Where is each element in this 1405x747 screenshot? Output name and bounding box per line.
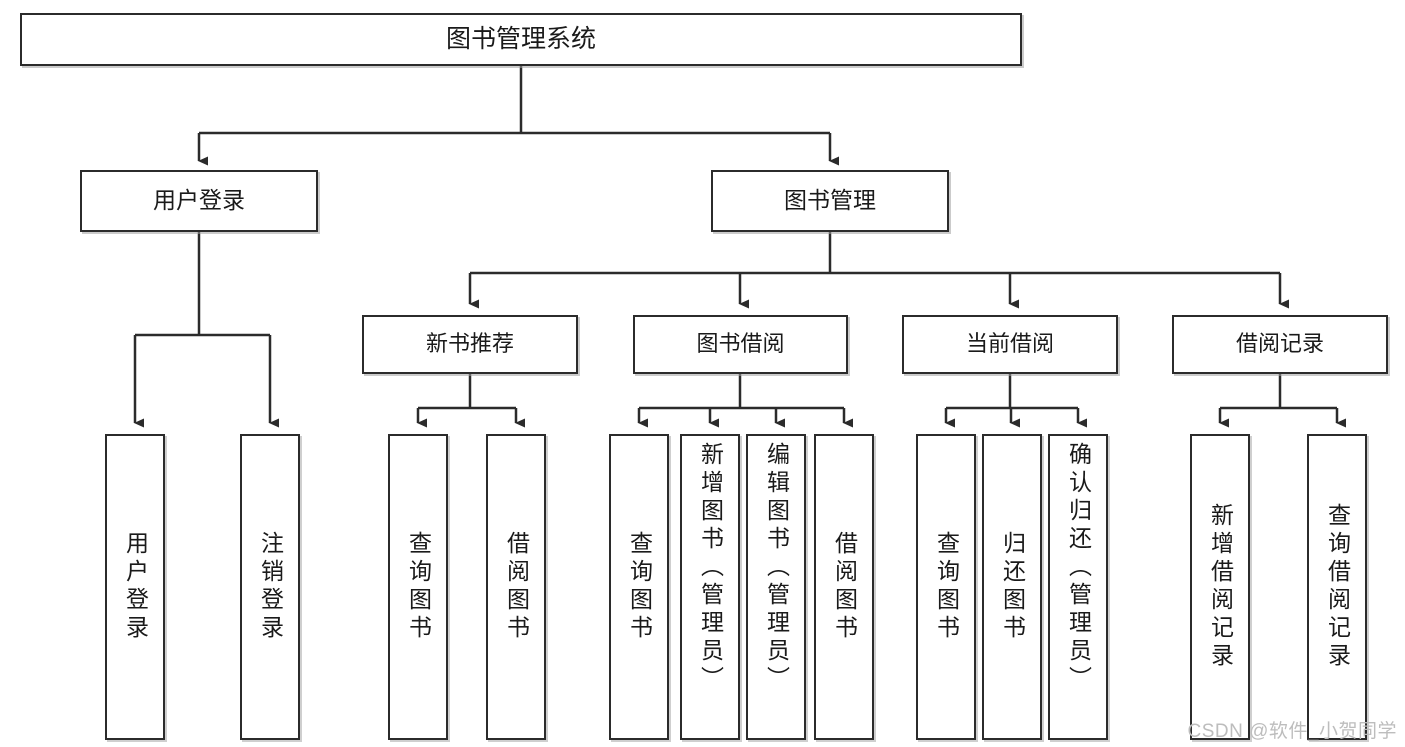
leaf-label: 查询借阅记录 xyxy=(1324,503,1351,671)
leaf-user-login-login[interactable]: 用户登录 xyxy=(105,434,165,740)
node-new-book-recommend[interactable]: 新书推荐 xyxy=(362,315,578,374)
leaf-label: 借阅图书 xyxy=(503,531,530,643)
leaf-label: 用户登录 xyxy=(122,531,149,643)
csdn-watermark: CSDN @软件_小贺同学 xyxy=(1187,721,1397,742)
leaf-book-borrow-query[interactable]: 查询图书 xyxy=(609,434,669,740)
leaf-book-borrow-add-admin[interactable]: 新增图书（管理员） xyxy=(680,434,740,740)
leaf-label: 注销登录 xyxy=(257,531,284,643)
leaf-new-book-query[interactable]: 查询图书 xyxy=(388,434,448,740)
leaf-label: 查询图书 xyxy=(626,531,653,643)
leaf-borrow-record-query[interactable]: 查询借阅记录 xyxy=(1307,434,1367,740)
node-book-borrow[interactable]: 图书借阅 xyxy=(633,315,848,374)
leaf-current-borrow-confirm-admin[interactable]: 确认归还（管理员） xyxy=(1048,434,1108,740)
leaf-label: 编辑图书（管理员） xyxy=(763,442,790,694)
node-label: 借阅记录 xyxy=(1235,331,1324,357)
leaf-label: 查询图书 xyxy=(933,531,960,643)
leaf-book-borrow-borrow[interactable]: 借阅图书 xyxy=(814,434,874,740)
leaf-label: 归还图书 xyxy=(999,531,1026,643)
node-root-book-management-system[interactable]: 图书管理系统 xyxy=(20,13,1022,66)
leaf-new-book-borrow[interactable]: 借阅图书 xyxy=(486,434,546,740)
node-label: 新书推荐 xyxy=(425,331,514,357)
node-label: 当前借阅 xyxy=(965,331,1054,357)
leaf-book-borrow-edit-admin[interactable]: 编辑图书（管理员） xyxy=(746,434,806,740)
leaf-borrow-record-add[interactable]: 新增借阅记录 xyxy=(1190,434,1250,740)
node-book-management[interactable]: 图书管理 xyxy=(711,170,949,232)
node-label: 图书管理 xyxy=(784,187,876,214)
node-current-borrow[interactable]: 当前借阅 xyxy=(902,315,1118,374)
node-label: 图书借阅 xyxy=(696,331,785,357)
leaf-current-borrow-return[interactable]: 归还图书 xyxy=(982,434,1042,740)
leaf-label: 查询图书 xyxy=(405,531,432,643)
leaf-label: 借阅图书 xyxy=(831,531,858,643)
node-user-login[interactable]: 用户登录 xyxy=(80,170,318,232)
node-label: 用户登录 xyxy=(153,187,245,214)
node-borrow-record[interactable]: 借阅记录 xyxy=(1172,315,1388,374)
node-label: 图书管理系统 xyxy=(445,24,596,53)
leaf-current-borrow-query[interactable]: 查询图书 xyxy=(916,434,976,740)
leaf-label: 新增借阅记录 xyxy=(1207,503,1234,671)
leaf-user-login-logout[interactable]: 注销登录 xyxy=(240,434,300,740)
leaf-label: 新增图书（管理员） xyxy=(697,442,724,694)
leaf-label: 确认归还（管理员） xyxy=(1065,442,1092,694)
